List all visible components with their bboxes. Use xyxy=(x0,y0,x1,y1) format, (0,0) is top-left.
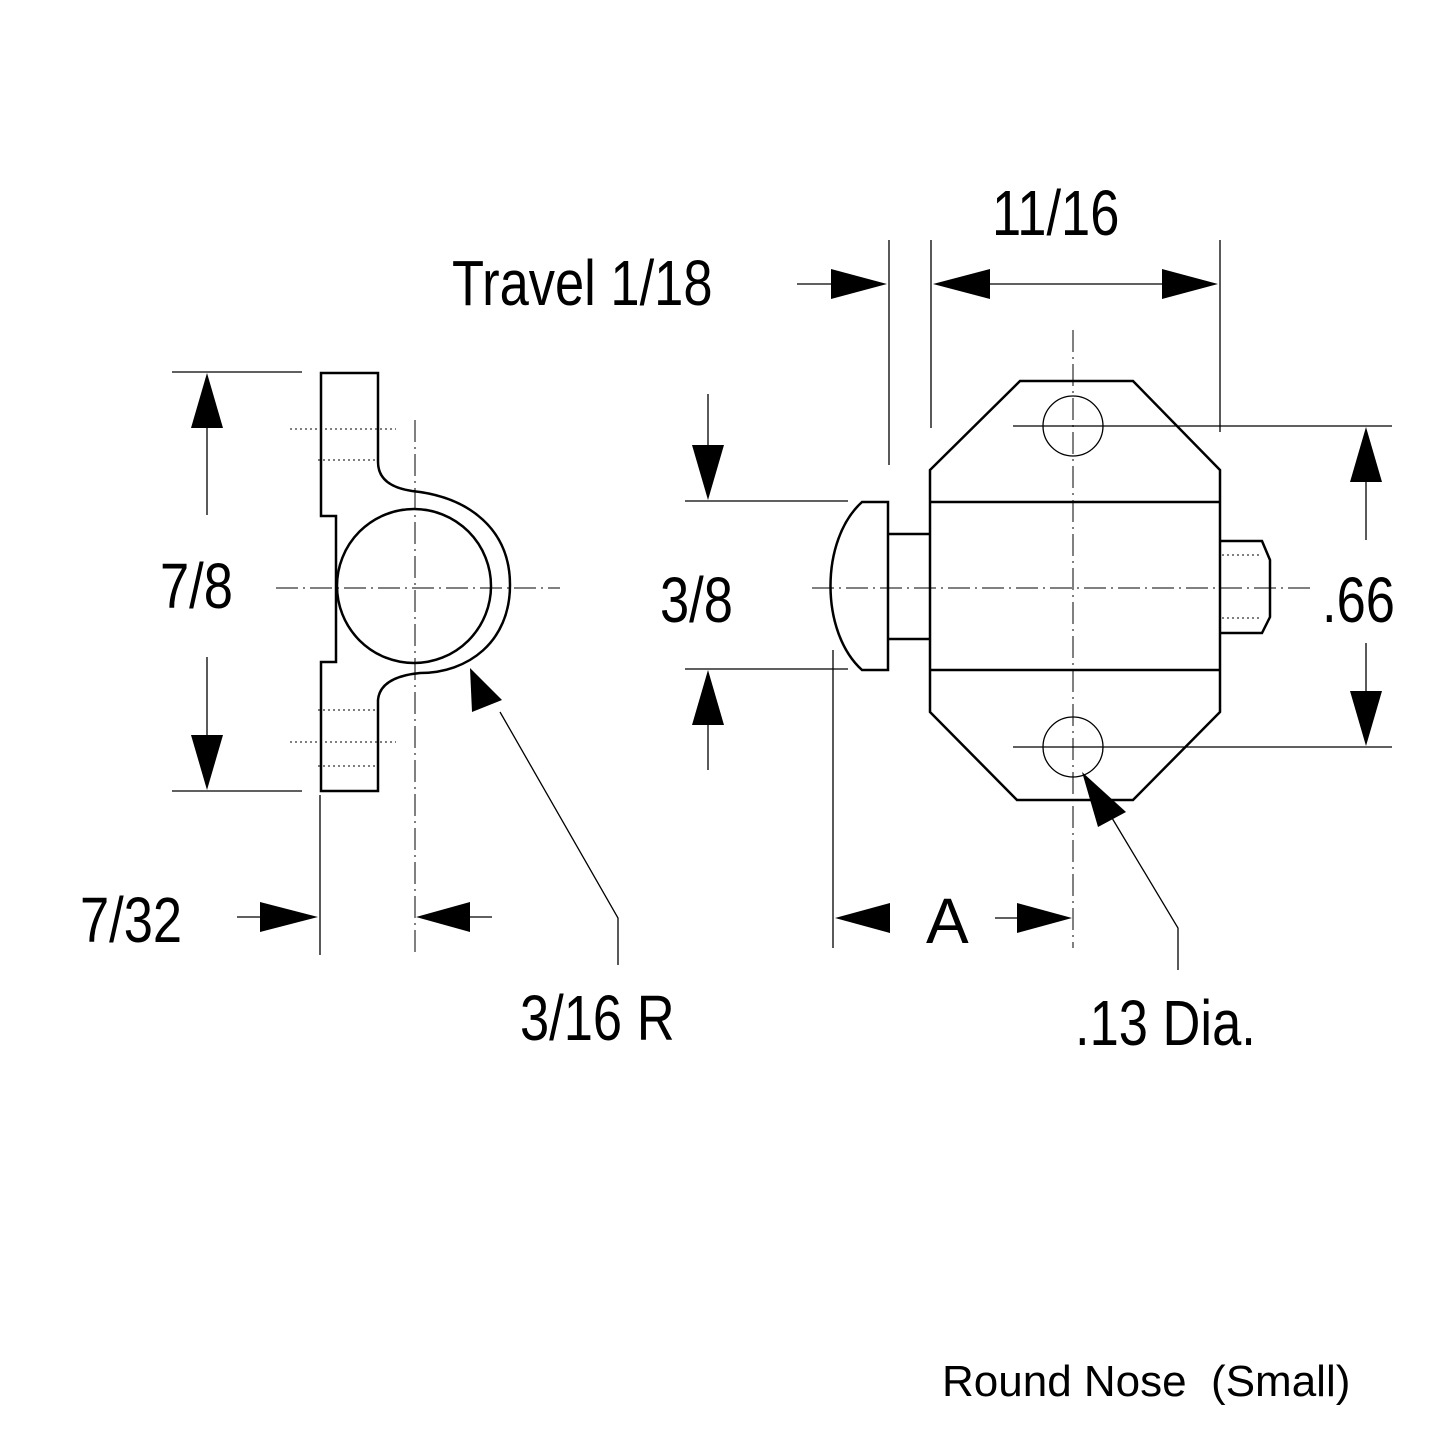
dimension-radius: 3/16 R xyxy=(470,668,675,1054)
label-offset-left: 7/32 xyxy=(80,885,182,956)
drawing-caption: Round Nose (Small) xyxy=(942,1357,1350,1406)
round-nose-plunger xyxy=(829,500,890,672)
dimension-travel: Travel 1/18 xyxy=(452,240,890,465)
strike-plate-outline xyxy=(319,371,512,793)
dimension-offset-left: 7/32 xyxy=(80,795,492,956)
strike-hole-circle xyxy=(335,507,493,665)
latch-body-outline xyxy=(928,379,1222,802)
latch-front-view xyxy=(812,330,1312,948)
dimension-nose-height: 3/8 xyxy=(660,394,848,770)
dimension-hole-spacing: .66 xyxy=(1013,425,1395,748)
strike-plate-side-view xyxy=(276,371,560,955)
label-travel: Travel 1/18 xyxy=(452,248,713,319)
label-radius: 3/16 R xyxy=(520,983,675,1054)
label-hole-diameter: .13 Dia. xyxy=(1075,988,1256,1059)
dimension-width-top: 11/16 xyxy=(930,178,1221,432)
dimension-height-left: 7/8 xyxy=(160,371,302,792)
label-nose-height: 3/8 xyxy=(660,565,733,636)
label-width-top: 11/16 xyxy=(992,178,1119,249)
label-dim-a: A xyxy=(926,885,969,957)
dimension-hole-diameter: .13 Dia. xyxy=(1075,772,1256,1059)
label-height-left: 7/8 xyxy=(160,551,233,622)
label-hole-spacing: .66 xyxy=(1322,565,1395,636)
dimension-a: A xyxy=(832,650,1072,957)
